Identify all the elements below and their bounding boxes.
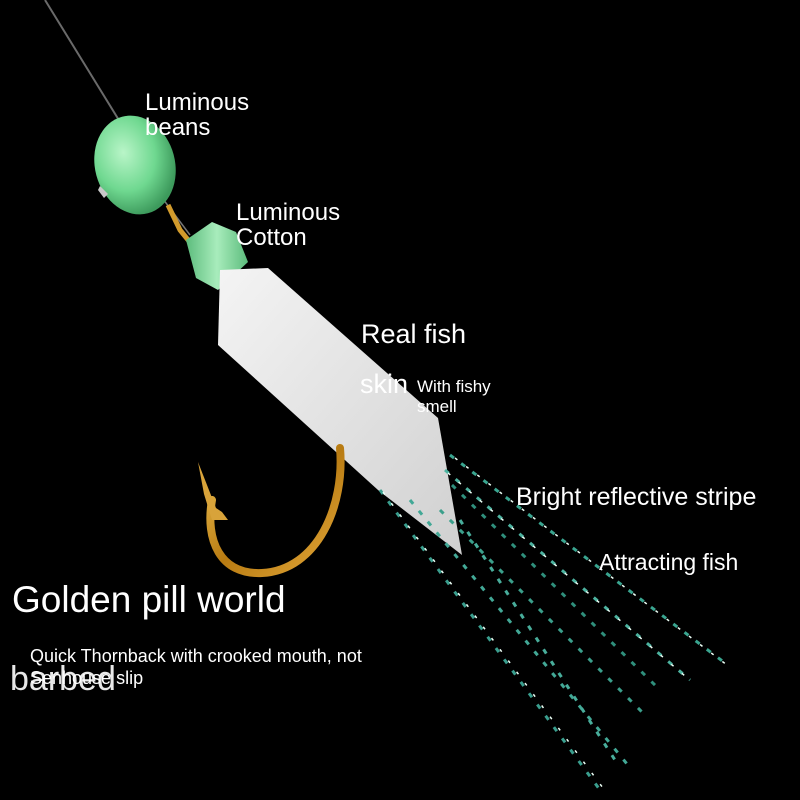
stripe-highlight-2 <box>447 472 693 683</box>
barbed-label: barbed <box>10 660 116 698</box>
luminous-cotton-line-2: Cotton <box>236 224 307 252</box>
luminous-beans-line-1: Luminous <box>145 89 250 116</box>
luminous-bead <box>94 115 176 215</box>
stripe-highlight-3 <box>454 457 728 666</box>
stripe-4 <box>444 468 691 682</box>
stripe-3 <box>438 508 647 717</box>
fish-skin-strip <box>218 268 462 555</box>
hook-barb <box>198 462 228 520</box>
attracting-fish-label: Attracting fish <box>599 549 739 575</box>
skin-label: skin <box>360 369 409 399</box>
luminous-beans-line-2: beans <box>145 114 211 142</box>
golden-pill-world-label: Golden pill world <box>12 579 286 620</box>
stripe-7 <box>458 519 617 761</box>
reflective-stripe-label: Bright reflective stripe <box>516 483 757 511</box>
luminous-cotton-label: Luminous Cotton <box>236 199 341 252</box>
golden-hook <box>206 444 345 578</box>
stripe-highlight-1 <box>382 491 604 789</box>
reflective-stripes <box>378 453 726 791</box>
fishy-smell-line-1: With fishy <box>417 377 491 396</box>
fishy-smell-label: With fishy smell <box>417 377 491 418</box>
stripe-highlights <box>382 457 728 789</box>
luminous-beans-label: Luminous beans <box>145 89 250 142</box>
real-fish-label: Real fish <box>361 319 467 349</box>
luminous-cotton-line-1: Luminous <box>236 199 341 226</box>
stripe-1 <box>378 489 602 791</box>
stripe-5 <box>449 453 726 665</box>
bead-tag <box>98 186 108 198</box>
quick-thornback-label: Quick Thornback with crooked mouth, not … <box>30 646 362 688</box>
fishy-smell-line-2: smell <box>417 397 457 417</box>
stripe-2 <box>408 499 634 771</box>
fishing-line <box>44 0 126 131</box>
